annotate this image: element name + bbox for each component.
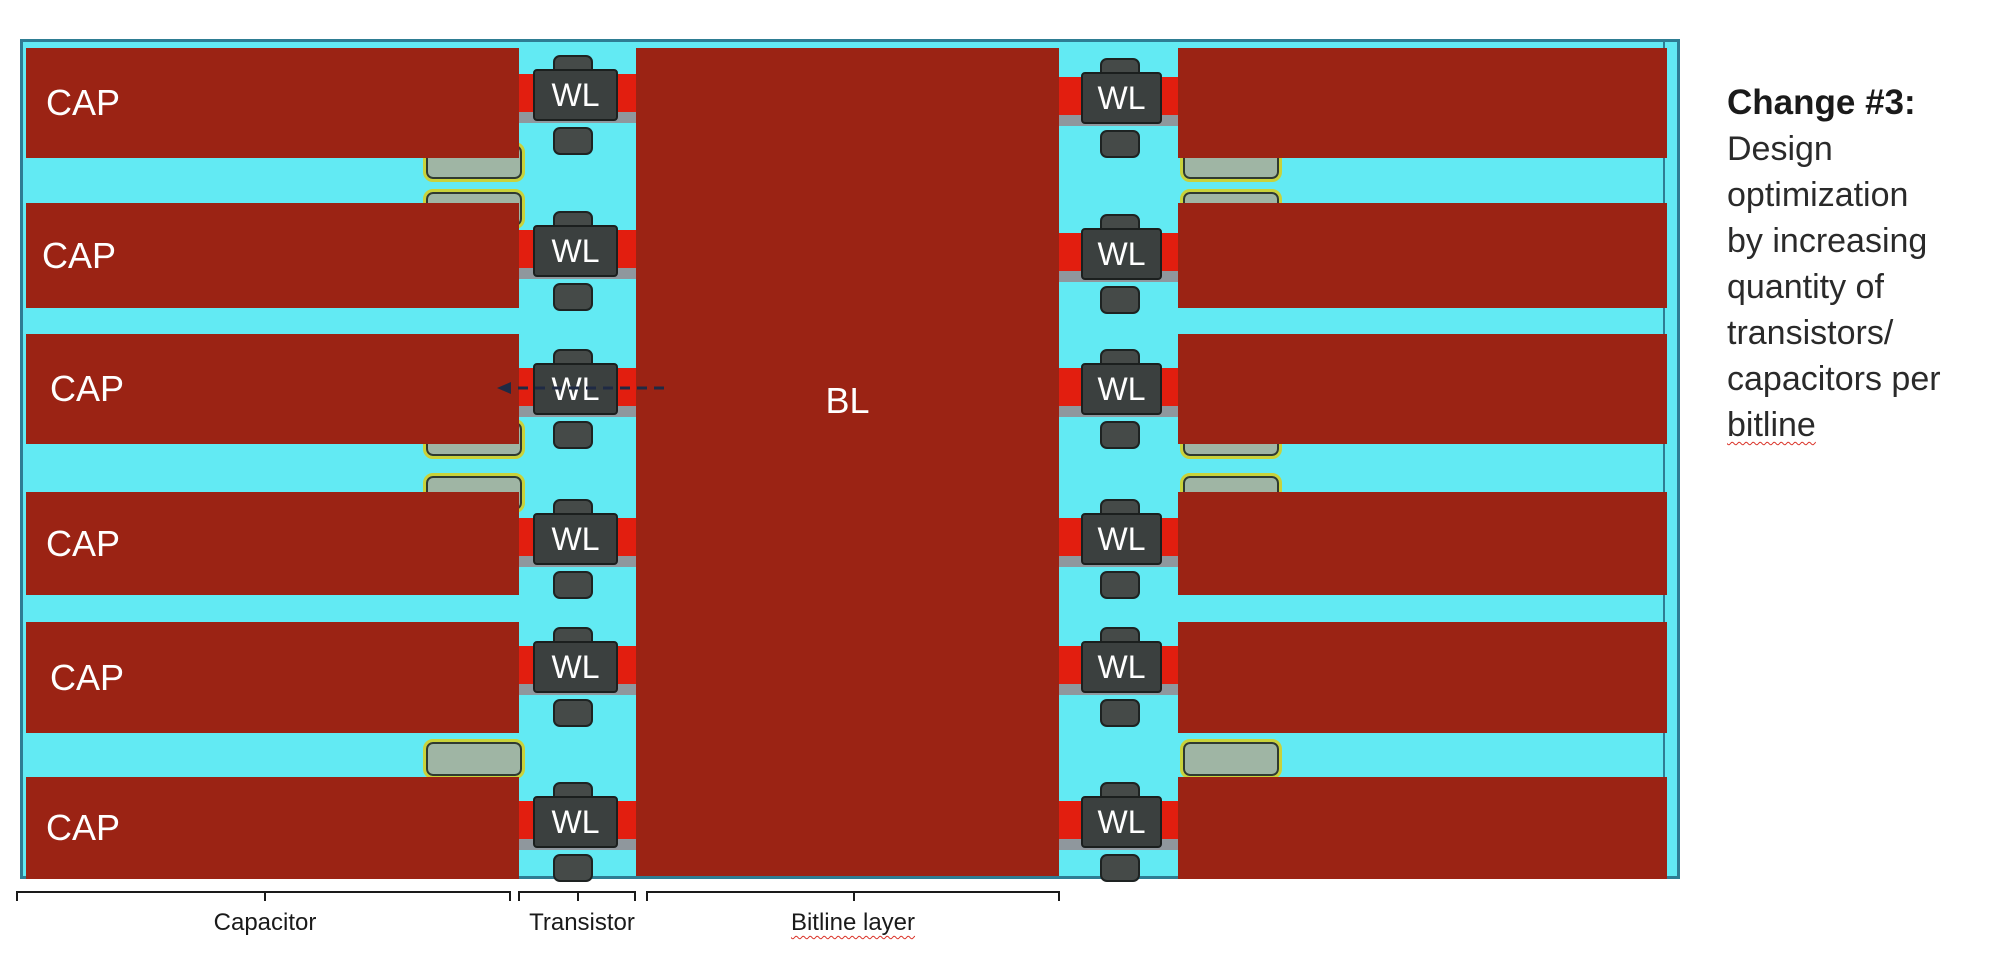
wordline-gate: WL <box>533 641 618 693</box>
contact-tab <box>1162 233 1178 271</box>
gate-contact <box>553 854 593 882</box>
wordline-gate: WL <box>533 796 618 848</box>
capacitor-block: CAP <box>26 334 519 444</box>
contact-tab <box>618 74 636 112</box>
gate-contact <box>1100 421 1140 449</box>
contact-tab <box>1059 518 1081 556</box>
annotation-heading: Change #3: <box>1727 83 1916 122</box>
contact-tab <box>1162 368 1178 406</box>
wordline-gate: WL <box>1081 228 1162 280</box>
gate-contact <box>1100 130 1140 158</box>
dashed-arrow-icon <box>497 382 664 394</box>
gate-contact <box>553 421 593 449</box>
gate-contact <box>553 283 593 311</box>
contact-tab <box>519 74 533 112</box>
capacitor-block: CAP <box>26 48 519 158</box>
capacitor-block <box>1178 334 1667 444</box>
contact-tab <box>1162 646 1178 684</box>
diffusion-outline <box>423 739 525 779</box>
contact-tab <box>1059 77 1081 115</box>
capacitor-bracket <box>16 891 511 903</box>
contact-tab <box>1162 518 1178 556</box>
capacitor-bracket-label: Capacitor <box>213 909 317 936</box>
capacitor-block <box>1178 777 1667 879</box>
bitline-layer-bracket-label: Bitline layer <box>728 909 978 937</box>
wordline-gate: WL <box>533 225 618 277</box>
transistor-bracket-label: Transistor <box>529 909 635 936</box>
annotation-line: capacitors per <box>1727 360 1941 398</box>
gate-contact <box>1100 854 1140 882</box>
layout-inner-border <box>1663 42 1665 876</box>
capacitor-block: CAP <box>26 777 519 879</box>
contact-tab <box>1162 801 1178 839</box>
capacitor-label: CAP <box>50 656 125 698</box>
annotation-line: optimization <box>1727 176 1909 214</box>
annotation-line: bitline <box>1727 402 1987 448</box>
bitline-label: BL <box>825 380 870 421</box>
annotation-line: by increasing <box>1727 222 1928 260</box>
bitline-layer-text: Bitline layer <box>790 909 916 936</box>
contact-tab <box>1059 368 1081 406</box>
capacitor-label: CAP <box>42 234 117 276</box>
annotation-block: Change #3: Design optimization by increa… <box>1727 80 1987 448</box>
contact-tab <box>519 646 533 684</box>
capacitor-label: CAP <box>46 522 121 564</box>
wordline-gate: WL <box>533 513 618 565</box>
wordline-gate: WL <box>1081 641 1162 693</box>
wordline-gate: WL <box>1081 796 1162 848</box>
wordline-gate: WL <box>533 69 618 121</box>
annotation-line: quantity of <box>1727 268 1884 306</box>
wordline-gate: WL <box>533 363 618 415</box>
annotation-line: transistors/ <box>1727 314 1894 352</box>
contact-tab <box>1059 801 1081 839</box>
gate-contact <box>553 571 593 599</box>
capacitor-block: CAP <box>26 622 519 733</box>
capacitor-block <box>1178 203 1667 308</box>
gate-contact <box>1100 286 1140 314</box>
diffusion-outline <box>1180 739 1282 779</box>
wordline-gate: WL <box>1081 513 1162 565</box>
contact-tab <box>1162 77 1178 115</box>
wordline-gate: WL <box>1081 72 1162 124</box>
capacitor-block <box>1178 622 1667 733</box>
annotation-last-word: bitline <box>1727 406 1816 444</box>
contact-tab <box>1059 233 1081 271</box>
contact-tab <box>519 230 533 268</box>
contact-tab <box>519 801 533 839</box>
wordline-gate: WL <box>1081 363 1162 415</box>
capacitor-block: CAP <box>26 203 519 308</box>
capacitor-label: CAP <box>46 82 121 123</box>
capacitor-block: CAP <box>26 492 519 595</box>
capacitor-block <box>1178 492 1667 595</box>
capacitor-label: CAP <box>50 368 125 409</box>
gate-contact <box>553 127 593 155</box>
transistor-bracket <box>518 891 636 903</box>
contact-tab <box>618 646 636 684</box>
capacitor-block <box>1178 48 1667 158</box>
bitline-block: BL <box>636 48 1059 876</box>
contact-tab <box>519 518 533 556</box>
capacitor-label: CAP <box>46 807 121 848</box>
gate-contact <box>1100 699 1140 727</box>
bitline-layer-bracket <box>646 891 1060 903</box>
gate-contact <box>1100 571 1140 599</box>
contact-tab <box>618 230 636 268</box>
gate-contact <box>553 699 593 727</box>
contact-tab <box>618 518 636 556</box>
annotation-line: Design <box>1727 130 1833 168</box>
contact-tab <box>618 801 636 839</box>
contact-tab <box>1059 646 1081 684</box>
